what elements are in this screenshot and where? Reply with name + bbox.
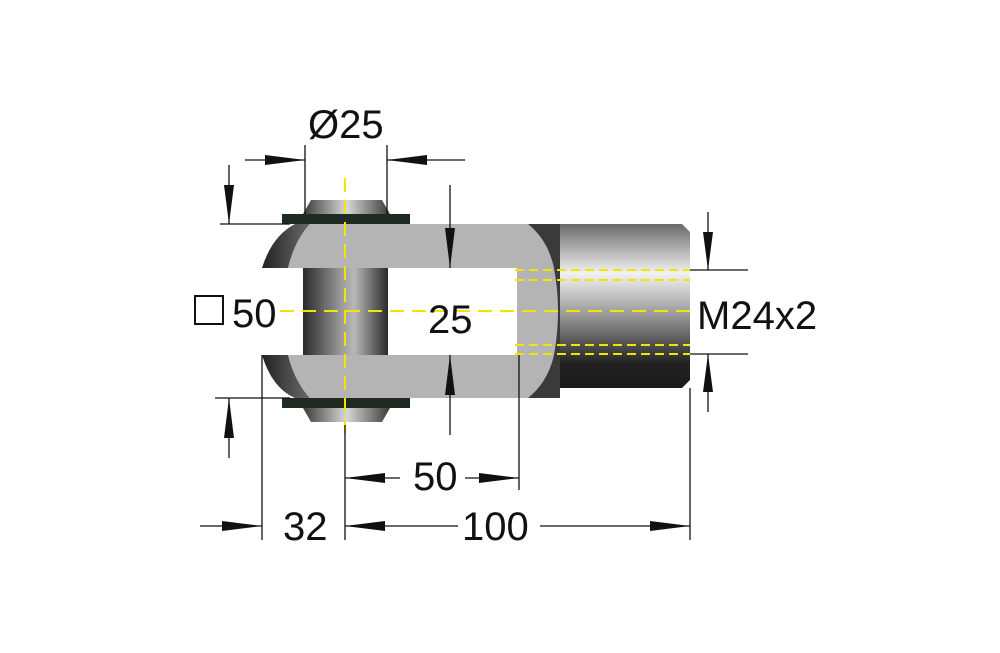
- dimension-slot-width: 25: [428, 185, 473, 435]
- square-size-label: 50: [232, 292, 277, 336]
- dimension-head-offset: 32: [200, 505, 328, 549]
- thread-label: M24x2: [697, 294, 817, 338]
- threaded-shank: [560, 224, 690, 388]
- slot-width-label: 25: [428, 298, 473, 342]
- pin-diameter-label: Ø25: [308, 103, 384, 147]
- center-lines: [280, 178, 690, 440]
- dimension-pin-diameter: Ø25: [245, 103, 465, 214]
- slot-depth-label: 50: [413, 455, 458, 499]
- dimension-square-size: 50: [194, 165, 290, 458]
- dimension-slot-depth: 50: [345, 455, 519, 499]
- dimension-overall-length: 100: [345, 505, 690, 549]
- square-symbol-icon: [194, 295, 224, 325]
- overall-length-label: 100: [462, 505, 529, 549]
- fork-body: [262, 224, 558, 398]
- head-offset-label: 32: [283, 505, 328, 549]
- extension-lines: [261, 355, 691, 540]
- dimension-thread: M24x2: [690, 212, 817, 412]
